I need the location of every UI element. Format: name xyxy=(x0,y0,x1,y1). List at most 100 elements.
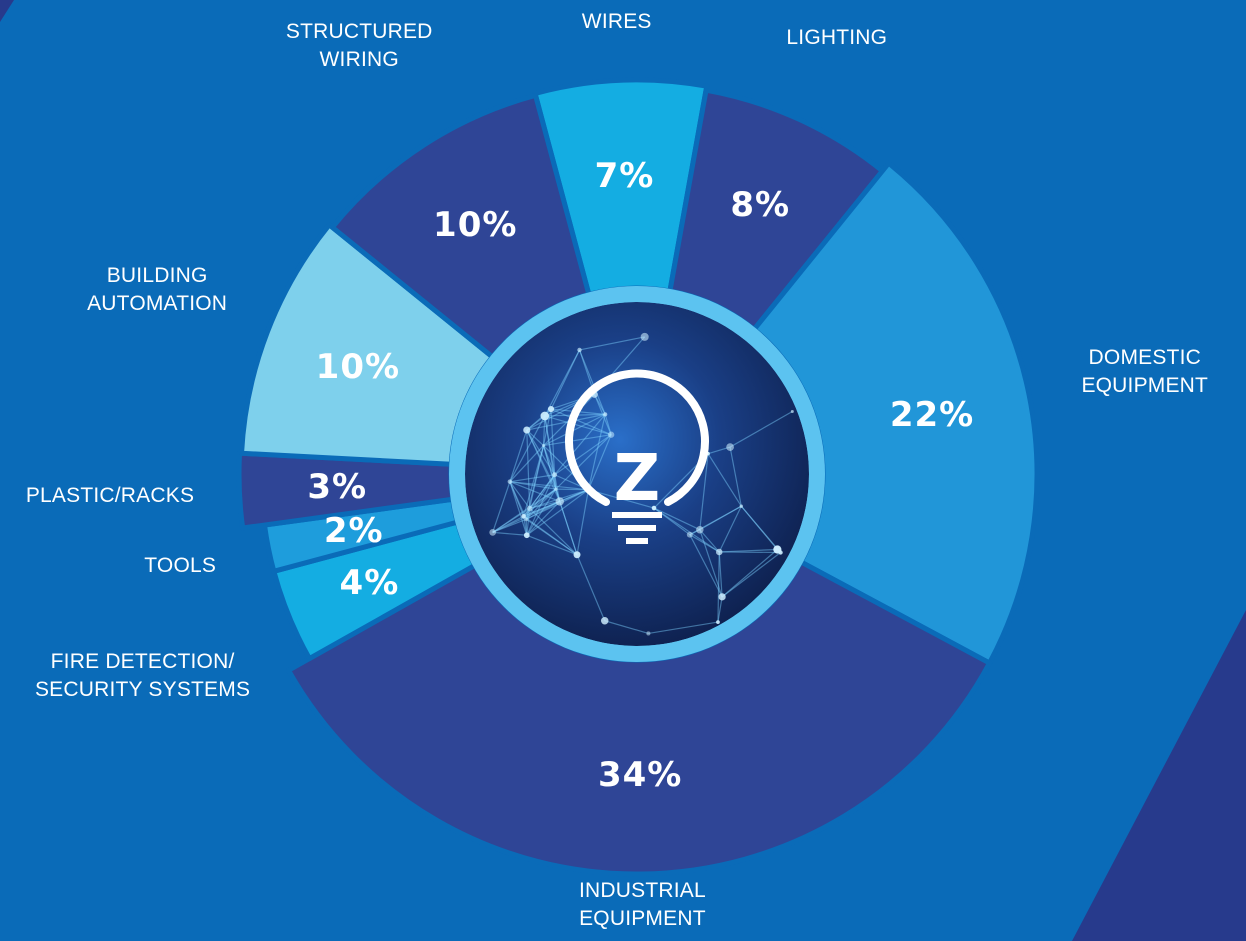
network-node xyxy=(521,513,526,519)
category-label-line: TOOLS xyxy=(144,554,217,578)
network-line xyxy=(699,505,742,531)
network-line xyxy=(689,534,723,598)
network-node xyxy=(489,528,497,536)
network-line xyxy=(542,415,546,446)
network-line xyxy=(526,429,556,476)
network-line xyxy=(492,515,524,533)
network-node xyxy=(640,332,649,341)
network-node xyxy=(523,532,530,539)
network-line xyxy=(542,445,561,502)
network-line xyxy=(525,488,557,520)
network-line xyxy=(587,414,606,490)
network-line xyxy=(526,430,531,509)
network-line xyxy=(588,489,655,509)
network-line xyxy=(523,500,560,517)
network-line xyxy=(492,518,527,533)
network-line xyxy=(526,508,531,536)
network-line xyxy=(526,501,561,536)
network-node xyxy=(607,431,615,438)
network-line xyxy=(509,445,544,483)
network-line xyxy=(525,500,561,520)
network-line xyxy=(719,551,781,554)
category-label-line: LIGHTING xyxy=(786,25,888,49)
network-node xyxy=(686,531,693,538)
network-line xyxy=(523,488,557,517)
network-line xyxy=(526,429,557,490)
category-label-line: FIRE DETECTION/ xyxy=(50,649,235,673)
network-node xyxy=(790,409,794,414)
category-label-line: STRUCTURED xyxy=(285,20,433,44)
network-node xyxy=(554,487,558,491)
network-line xyxy=(648,621,719,635)
network-node xyxy=(778,550,783,555)
network-line xyxy=(699,453,709,530)
network-line xyxy=(509,481,527,520)
network-line xyxy=(594,394,606,415)
network-line xyxy=(559,489,589,503)
value-label: 8% xyxy=(730,184,791,225)
network-node xyxy=(541,443,546,448)
network-line xyxy=(544,349,581,417)
value-label: 22% xyxy=(889,394,975,435)
category-label-line: AUTOMATION xyxy=(87,291,228,315)
network-line xyxy=(550,409,556,475)
network-node xyxy=(739,504,743,508)
network-line xyxy=(544,415,556,475)
network-node xyxy=(646,631,651,636)
network-line xyxy=(653,507,720,553)
category-label-line: EQUIPMENT xyxy=(579,907,706,930)
network-line xyxy=(509,481,531,509)
network-line xyxy=(579,336,645,351)
network-node xyxy=(507,479,513,484)
network-node xyxy=(715,548,723,556)
category-label-line: PLASTIC/RACKS xyxy=(25,484,195,508)
network-line xyxy=(529,507,578,556)
network-line xyxy=(740,505,782,553)
category-label-line: DOMESTIC xyxy=(1088,345,1201,369)
network-line xyxy=(525,474,556,520)
network-node xyxy=(555,497,564,506)
network-line xyxy=(509,481,528,536)
network-node xyxy=(552,472,558,478)
value-label: 4% xyxy=(339,563,400,604)
network-line xyxy=(604,620,649,635)
category-label: FIRE DETECTION/SECURITY SYSTEMS xyxy=(35,648,250,704)
network-line xyxy=(526,413,606,431)
network-line xyxy=(529,500,560,509)
network-line xyxy=(729,446,742,507)
network-line xyxy=(526,488,557,536)
value-label: 34% xyxy=(597,754,683,795)
network-line xyxy=(721,552,781,598)
network-line xyxy=(578,349,606,415)
network-line xyxy=(729,410,793,448)
network-line xyxy=(653,507,701,531)
network-line xyxy=(529,474,556,509)
network-line xyxy=(529,445,545,509)
network-line xyxy=(555,434,612,490)
network-node xyxy=(577,347,582,353)
network-line xyxy=(593,394,612,435)
network-node xyxy=(600,617,609,625)
category-label: STRUCTURED WIRING xyxy=(286,18,433,74)
network-node xyxy=(716,620,720,624)
network-line xyxy=(523,516,528,536)
category-label: PLASTIC/RACKS xyxy=(26,482,194,510)
network-line xyxy=(576,554,606,621)
network-line xyxy=(526,534,578,556)
network-line xyxy=(707,453,742,507)
network-line xyxy=(559,501,578,555)
network-line xyxy=(492,507,531,533)
network-line xyxy=(525,518,578,556)
value-label: 7% xyxy=(594,156,655,197)
category-label-line: WIRING xyxy=(319,48,399,72)
network-line xyxy=(544,415,612,436)
logo-letter: Z xyxy=(614,442,660,516)
network-line xyxy=(719,548,778,553)
network-line xyxy=(550,349,581,410)
network-line xyxy=(717,596,723,623)
network-line xyxy=(576,489,590,555)
